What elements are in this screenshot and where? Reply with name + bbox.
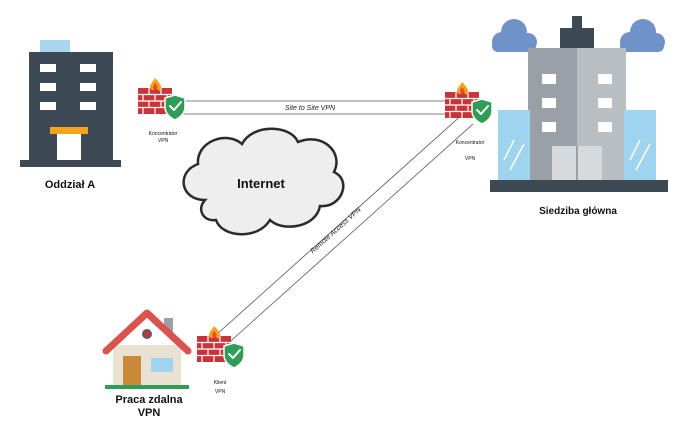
sky-cloud-icon	[492, 19, 665, 52]
site-to-site-label: Site to Site VPN	[285, 105, 336, 112]
branch-firewall-label: Koncentrator VPN	[148, 131, 178, 144]
client-firewall-label-line1: Klient	[213, 380, 227, 386]
branch-firewall-icon	[137, 77, 186, 121]
client-firewall-icon	[196, 325, 245, 369]
branch-label: Oddział A	[44, 179, 96, 191]
remote-work-label: Praca zdalna VPN	[115, 394, 183, 419]
hq-firewall-label-line2: VPN	[464, 156, 476, 162]
headquarters-label: Siedziba główna	[539, 206, 617, 217]
branch-building-icon	[20, 40, 121, 167]
hq-firewall-icon	[444, 81, 493, 125]
internet-cloud-icon: Internet	[182, 127, 345, 236]
home-icon	[102, 309, 192, 389]
internet-label: Internet	[237, 176, 285, 191]
site-to-site-link: Site to Site VPN	[178, 100, 455, 115]
headquarters-building-icon	[490, 16, 668, 192]
client-firewall-label-line2: VPN	[214, 389, 226, 395]
hq-firewall-label-line1: Koncentrator	[455, 140, 485, 146]
